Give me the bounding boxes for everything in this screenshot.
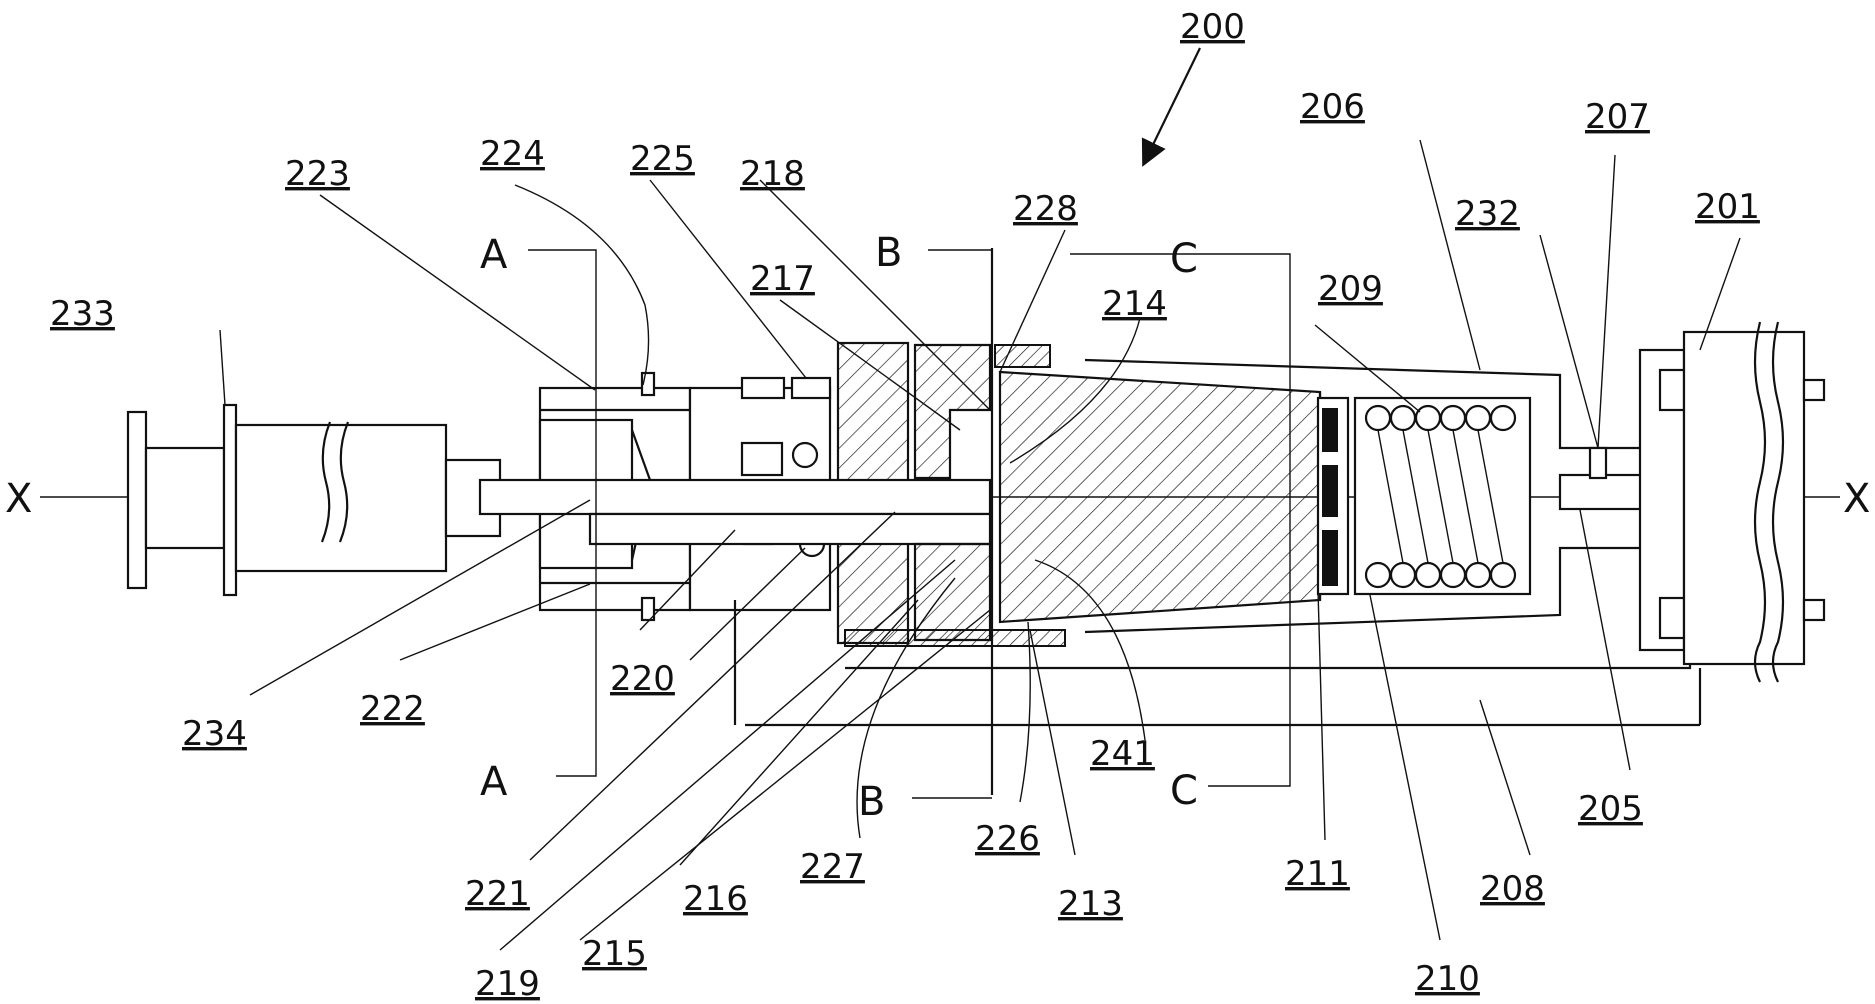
part-label-227: 227 xyxy=(800,847,865,887)
part-label-225: 225 xyxy=(630,139,695,179)
part-label-207: 207 xyxy=(1585,97,1650,137)
part-label-211: 211 xyxy=(1285,854,1350,894)
spring-209 xyxy=(1355,398,1530,594)
figure-arrow xyxy=(1148,48,1200,155)
right-end-assembly xyxy=(1560,322,1824,682)
part-label-214: 214 xyxy=(1102,284,1167,324)
section-label-c-bottom: C xyxy=(1170,768,1198,814)
section-label-b-top: B xyxy=(875,230,902,276)
part-label-219: 219 xyxy=(475,964,540,1004)
axis-label-left: X xyxy=(5,476,32,522)
seal-211 xyxy=(1318,398,1348,594)
axis-label-right: X xyxy=(1843,476,1870,522)
part-label-228: 228 xyxy=(1013,189,1078,229)
section-label-a-bottom: A xyxy=(480,759,508,805)
figure-number-label: 200 xyxy=(1180,7,1245,47)
part-label-208: 208 xyxy=(1480,869,1545,909)
part-label-209: 209 xyxy=(1318,269,1383,309)
part-label-220: 220 xyxy=(610,659,675,699)
part-label-241: 241 xyxy=(1090,734,1155,774)
section-label-c-top: C xyxy=(1170,236,1198,282)
part-label-217: 217 xyxy=(750,259,815,299)
main-piston-214 xyxy=(1000,372,1320,622)
part-label-222: 222 xyxy=(360,689,425,729)
left-rod-assembly xyxy=(128,405,500,595)
part-label-205: 205 xyxy=(1578,789,1643,829)
section-label-b-bottom: B xyxy=(858,779,885,825)
part-label-213: 213 xyxy=(1058,884,1123,924)
part-label-234: 234 xyxy=(182,714,247,754)
piston-218 xyxy=(915,345,990,478)
bearing-housing xyxy=(690,378,830,725)
piston-216 xyxy=(915,544,990,640)
section-label-a-top: A xyxy=(480,232,508,278)
part-label-224: 224 xyxy=(480,134,545,174)
part-label-223: 223 xyxy=(285,154,350,194)
part-label-233: 233 xyxy=(50,294,115,334)
part-label-221: 221 xyxy=(465,874,530,914)
part-label-215: 215 xyxy=(582,934,647,974)
part-label-206: 206 xyxy=(1300,87,1365,127)
part-label-218: 218 xyxy=(740,154,805,194)
part-label-201: 201 xyxy=(1695,187,1760,227)
part-label-232: 232 xyxy=(1455,194,1520,234)
part-label-216: 216 xyxy=(683,879,748,919)
part-label-210: 210 xyxy=(1415,959,1480,999)
part-label-226: 226 xyxy=(975,819,1040,859)
